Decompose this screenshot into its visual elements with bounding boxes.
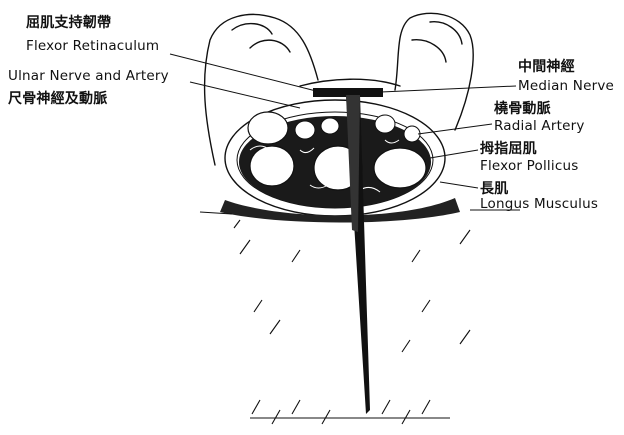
label-ulnar-cn: 尺骨神經及動脈 <box>8 88 107 108</box>
tendon-group-1 <box>295 121 315 139</box>
hand-fingers-right <box>412 22 462 62</box>
label-ulnar-en: Ulnar Nerve and Artery <box>8 68 169 84</box>
leader-median <box>380 86 516 92</box>
tendon-group-2 <box>321 118 339 134</box>
leader-flexor-retinaculum <box>170 54 320 92</box>
bone-left-lower <box>250 146 294 186</box>
bone-ulna <box>248 112 288 144</box>
label-flexor-retinaculum-en: Flexor Retinaculum <box>26 38 159 54</box>
label-flexor-retinaculum-cn: 屈肌支持韌帶 <box>26 12 111 32</box>
bone-radius <box>374 148 426 188</box>
leader-ulnar <box>190 82 300 108</box>
label-radial-en: Radial Artery <box>494 118 585 134</box>
section-tissue <box>239 112 431 208</box>
label-pollicis-en: Flexor Pollicus <box>480 158 578 174</box>
label-radial-cn: 橈骨動脈 <box>494 98 551 118</box>
palm-edge <box>300 79 400 86</box>
label-longus-cn: 長肌 <box>480 178 508 198</box>
label-median-cn: 中間神經 <box>518 56 575 76</box>
leader-radial <box>418 124 492 134</box>
label-median-en: Median Nerve <box>518 78 614 94</box>
tendon-group-3 <box>375 115 395 133</box>
label-longus-en: Longus Musculus <box>480 196 598 212</box>
hand-outline-right <box>395 13 473 130</box>
leader-pollicis <box>430 150 478 158</box>
tendon-group-4 <box>404 126 420 142</box>
label-pollicis-cn: 拇指屈肌 <box>480 138 537 158</box>
leader-longus <box>440 182 478 188</box>
hand-fingers-left <box>232 24 290 52</box>
